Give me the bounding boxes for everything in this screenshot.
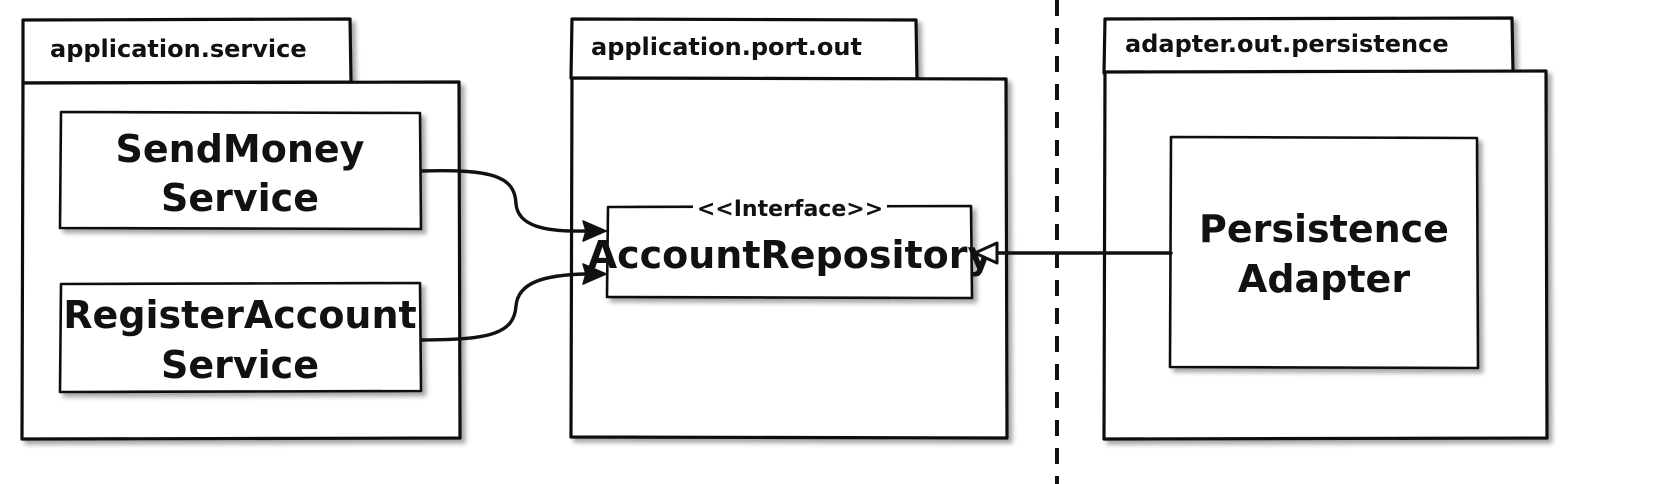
component-name-line2: Service — [161, 176, 319, 220]
component-name-line2: Adapter — [1238, 257, 1410, 301]
package-label: application.port.out — [591, 33, 862, 61]
component-name-line2: Service — [161, 343, 319, 387]
component-name-line1: Persistence — [1199, 207, 1449, 251]
interface-stereotype: <<Interface>> — [697, 197, 883, 222]
package-adapter-out-persistence: adapter.out.persistence Persistence Adap… — [1102, 16, 1549, 441]
arrow-line — [419, 168, 587, 233]
package-application-service: application.service SendMoney Service Re… — [20, 17, 462, 441]
register-account-service-box: RegisterAccount Service — [58, 281, 423, 394]
arrow-line — [419, 272, 587, 342]
component-box — [1168, 135, 1480, 370]
component-name-line1: SendMoney — [116, 127, 365, 171]
implements-arrow-persistence-adapter — [973, 241, 1173, 265]
package-label: adapter.out.persistence — [1125, 30, 1449, 58]
stereotype-gap — [693, 199, 887, 213]
package-label: application.service — [50, 35, 307, 63]
send-money-service-box: SendMoney Service — [58, 110, 423, 231]
package-application-port-out: application.port.out <<Interface>> Accou… — [569, 17, 1009, 440]
component-name-line1: RegisterAccount — [63, 293, 416, 337]
component-box — [58, 110, 423, 231]
component-box — [58, 281, 423, 394]
arrow-head — [582, 263, 607, 285]
interface-name: AccountRepository — [588, 233, 993, 277]
persistence-adapter-box: Persistence Adapter — [1168, 135, 1480, 370]
uses-arrow-register-account — [419, 263, 607, 342]
account-repository-box: <<Interface>> AccountRepository — [588, 197, 993, 300]
arrow-head — [582, 220, 607, 242]
uses-arrow-send-money — [419, 168, 607, 242]
arrow-head-hollow — [973, 241, 999, 265]
